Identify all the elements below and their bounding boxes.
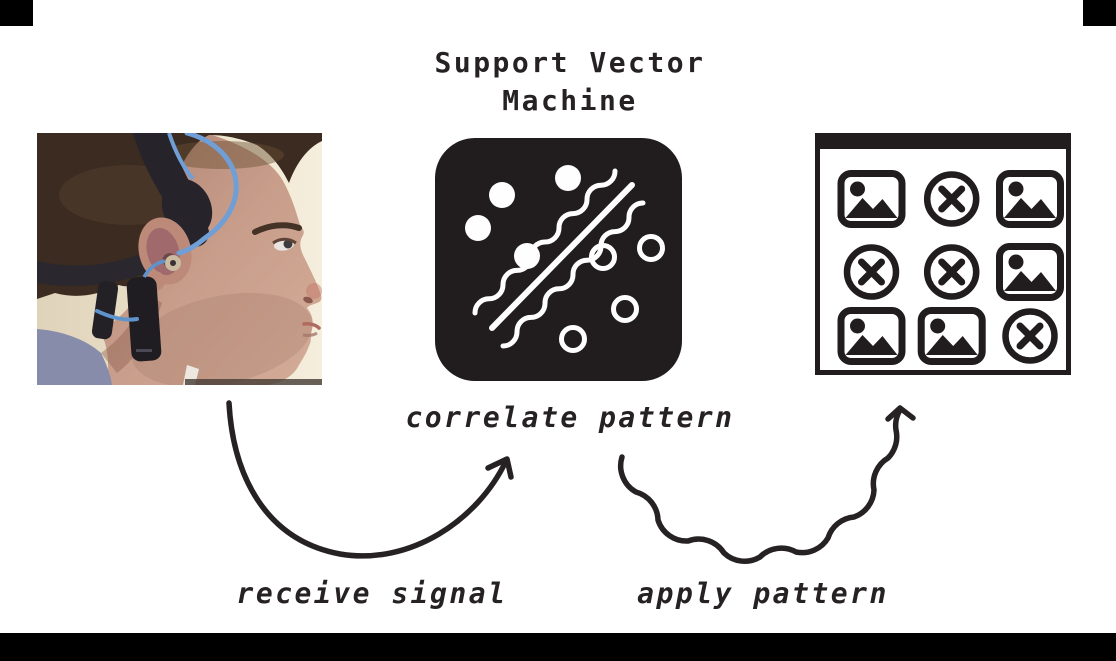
diagram-title: Support Vector Machine bbox=[405, 44, 735, 120]
photo-bottom-edge bbox=[185, 379, 322, 385]
receive-signal-label: receive signal bbox=[236, 577, 508, 610]
crop-mark-top-right bbox=[1083, 0, 1116, 26]
bottom-black-bar bbox=[0, 633, 1116, 661]
earbud-center bbox=[170, 260, 176, 266]
grid-cell-layer bbox=[841, 174, 1061, 362]
svm-dot-layer bbox=[465, 165, 665, 353]
apply-pattern-label: apply pattern bbox=[637, 577, 889, 610]
image-grid-icon bbox=[815, 133, 1071, 375]
lips bbox=[302, 322, 321, 330]
headset-band-lower bbox=[37, 238, 185, 286]
eyelid bbox=[272, 237, 297, 245]
correlate-pattern-label: correlate pattern bbox=[405, 401, 735, 434]
diagram-title-line2: Machine bbox=[502, 84, 638, 117]
eeg-headset-photo bbox=[37, 133, 322, 385]
grid-window-frame bbox=[815, 133, 1071, 375]
receiver-large bbox=[126, 276, 162, 362]
cable-arc bbox=[176, 133, 239, 256]
shirt bbox=[37, 329, 112, 385]
svm-icon bbox=[435, 138, 682, 381]
svm-margin-wavy-upper bbox=[472, 168, 618, 316]
svm-margin-wavy-lower bbox=[500, 200, 646, 349]
nose-tip-blush bbox=[306, 283, 322, 299]
iris bbox=[283, 239, 293, 249]
lower-lip bbox=[302, 331, 318, 337]
receiver-small bbox=[91, 280, 119, 340]
stubble-shadow bbox=[131, 292, 313, 385]
eyebrow bbox=[252, 222, 302, 235]
cable-link bbox=[95, 309, 139, 322]
crop-mark-top-left bbox=[0, 0, 33, 26]
nostril bbox=[303, 296, 313, 304]
person-profile-illustration bbox=[37, 133, 322, 385]
receiver-label bbox=[136, 349, 152, 352]
diagram-title-line1: Support Vector bbox=[434, 46, 706, 79]
cable-strand bbox=[167, 133, 195, 181]
svm-separator-line bbox=[489, 182, 635, 331]
cable-to-ear bbox=[142, 259, 166, 278]
